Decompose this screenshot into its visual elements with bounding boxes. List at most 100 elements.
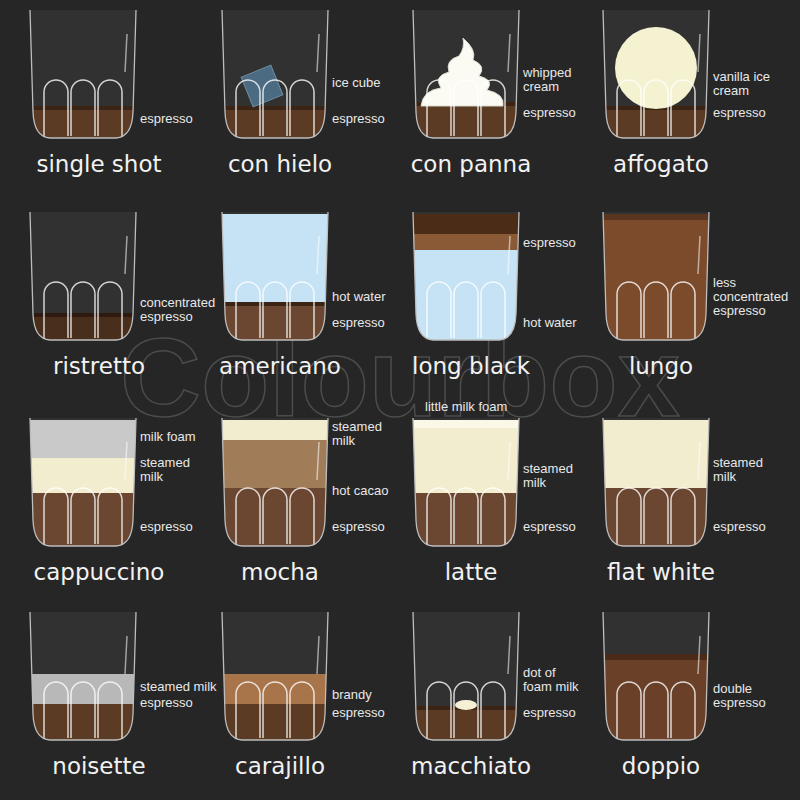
coffee-glass: lattelittle milk foamsteamed milkespress…: [385, 406, 577, 586]
ice-cream-scoop: [615, 27, 697, 109]
ingredient-label: concentrated espresso: [140, 296, 220, 324]
glass-arch: [617, 682, 641, 738]
ingredient-label: dot of foam milk: [523, 666, 585, 694]
ingredient-label: espresso: [713, 520, 766, 534]
glass-outline: [222, 612, 328, 740]
glass-outline: [222, 418, 328, 546]
glass-arch: [263, 282, 287, 338]
liquid-layer: [601, 657, 711, 742]
glass-arch: [263, 80, 287, 136]
glass-arch: [427, 682, 451, 738]
drink-name: con panna: [376, 150, 566, 178]
ingredient-label: espresso: [332, 112, 385, 126]
ingredient-label: steamed milk: [140, 456, 200, 484]
ingredient-label: espresso: [332, 520, 385, 534]
glass-arch: [236, 282, 260, 338]
glass-illustration: [27, 415, 139, 549]
glass-arch: [44, 488, 68, 544]
whipped-cream: [421, 38, 503, 106]
liquid-layer: [411, 428, 521, 493]
glass-arch: [617, 80, 641, 136]
ingredient-label: steamed milk: [140, 680, 217, 694]
coffee-glass: doppiodouble espresso: [575, 600, 767, 780]
glass-arch: [671, 682, 695, 738]
glass-arch: [98, 282, 122, 338]
glass-arch: [71, 80, 95, 136]
liquid-layer: [411, 214, 521, 234]
coffee-glass: flat whitesteamed milkespresso: [575, 406, 767, 586]
ingredient-label: espresso: [140, 520, 193, 534]
liquid-layer: [220, 420, 330, 440]
liquid-layer: [601, 420, 711, 488]
glass-arch: [427, 488, 451, 544]
ingredient-label: espresso: [523, 236, 576, 250]
glass-arch: [236, 80, 260, 136]
glass-outline: [413, 612, 519, 740]
glass-illustration: [219, 609, 331, 743]
glass-outline: [30, 418, 136, 546]
liquid-layer: [601, 214, 711, 220]
drink-name: noisette: [4, 752, 194, 780]
ingredient-label: less concentrated espresso: [713, 276, 793, 318]
glass-glint: [508, 236, 510, 274]
ingredient-label: espresso: [332, 706, 385, 720]
glass-arch: [44, 282, 68, 338]
glass-glint: [508, 636, 510, 674]
ingredient-label: espresso: [523, 706, 576, 720]
liquid-layer: [220, 488, 330, 548]
drink-name: latte: [376, 558, 566, 586]
glass-illustration: [410, 415, 522, 549]
liquid-layer: [411, 420, 521, 428]
glass-outline: [30, 212, 136, 340]
ingredient-label: whipped cream: [523, 66, 583, 94]
glass-arch: [236, 682, 260, 738]
glass-outline: [413, 10, 519, 138]
ingredient-label: hot water: [332, 290, 385, 304]
ingredient-label: brandy: [332, 688, 372, 702]
ice-cube: [241, 65, 283, 107]
glass-illustration: [27, 609, 139, 743]
glass-glint: [698, 636, 700, 674]
drink-name: ristretto: [4, 352, 194, 380]
coffee-glass: affogatovanilla ice creamespresso: [575, 0, 767, 178]
glass-illustration: [600, 209, 712, 343]
glass-outline: [222, 10, 328, 138]
coffee-glass: con pannawhipped creamespresso: [385, 0, 577, 178]
coffee-glass: americanohot waterespresso: [194, 200, 386, 380]
ingredient-label: steamed milk: [713, 456, 773, 484]
liquid-layer: [220, 440, 330, 488]
glass-glint: [698, 236, 700, 274]
glass-illustration: [600, 7, 712, 141]
glass-arch: [71, 682, 95, 738]
glass-illustration: [410, 609, 522, 743]
glass-arch: [236, 488, 260, 544]
glass-illustration: [219, 415, 331, 549]
glass-glint: [125, 636, 127, 674]
ingredient-label: hot cacao: [332, 484, 388, 498]
glass-outline: [30, 10, 136, 138]
glass-glint: [698, 34, 700, 72]
glass-arch: [98, 488, 122, 544]
coffee-glass: lungoless concentrated espresso: [575, 200, 767, 380]
glass-arch: [290, 80, 314, 136]
drink-name: doppio: [566, 752, 756, 780]
glass-illustration: [600, 415, 712, 549]
drink-name: lungo: [566, 352, 756, 380]
glass-glint: [508, 442, 510, 480]
glass-outline: [603, 10, 709, 138]
glass-arch: [617, 282, 641, 338]
glass-glint: [698, 442, 700, 480]
drink-name: mocha: [185, 558, 375, 586]
glass-arch: [671, 282, 695, 338]
glass-outline: [603, 418, 709, 546]
glass-arch: [44, 80, 68, 136]
coffee-glass: ristrettoconcentrated espresso: [2, 200, 194, 380]
glass-glint: [317, 442, 319, 480]
ingredient-label: espresso: [523, 106, 576, 120]
glass-arch: [71, 282, 95, 338]
glass-arch: [290, 282, 314, 338]
liquid-layer: [411, 250, 521, 342]
glass-arch: [454, 488, 478, 544]
ingredient-label: vanilla ice cream: [713, 70, 775, 98]
glass-glint: [125, 442, 127, 480]
